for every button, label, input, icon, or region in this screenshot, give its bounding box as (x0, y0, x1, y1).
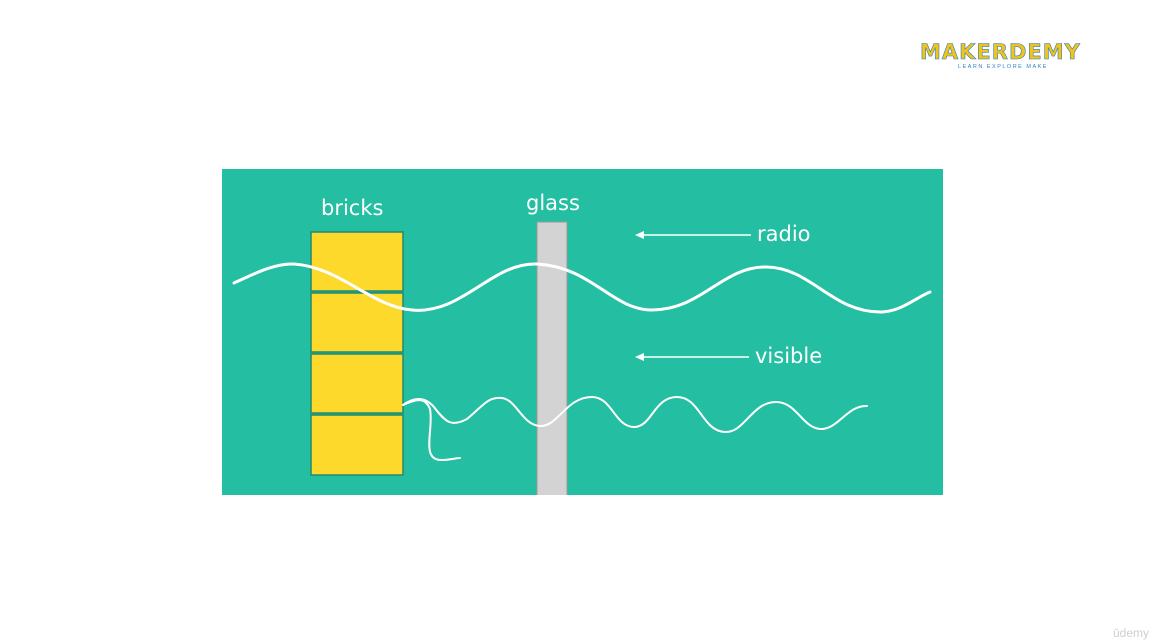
brick-wall (310, 231, 404, 476)
radio-wave (232, 262, 932, 314)
brick (310, 353, 404, 414)
brick (310, 292, 404, 353)
wave-penetration-diagram: bricks glass radio visible (222, 169, 943, 495)
visible-arrow (635, 353, 749, 361)
visible-wave (402, 395, 868, 434)
radio-arrow (635, 231, 751, 239)
radio-label: radio (757, 222, 811, 246)
brick (310, 231, 404, 292)
udemy-watermark: ūdemy (1112, 626, 1149, 640)
visible-label: visible (755, 344, 823, 368)
bricks-label: bricks (321, 196, 384, 220)
logo-wordmark: MAKERDEMY (920, 40, 1081, 65)
glass-label: glass (526, 191, 580, 215)
makerdemy-logo: MAKERDEMY LEARN EXPLORE MAKE (920, 40, 1090, 74)
brick (310, 414, 404, 476)
logo-tagline: LEARN EXPLORE MAKE (958, 64, 1048, 70)
diagram-canvas (232, 221, 932, 495)
visible-wave-absorbed (402, 399, 461, 462)
